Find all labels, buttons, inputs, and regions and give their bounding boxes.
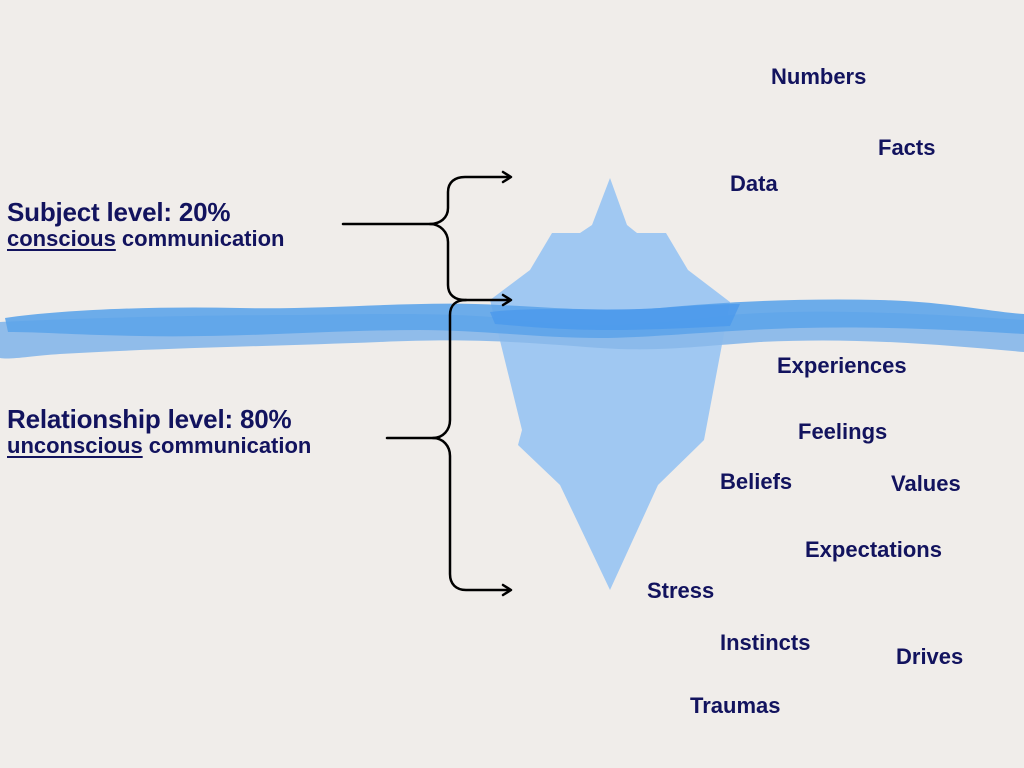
relationship-level-emphasis: unconscious bbox=[7, 433, 143, 458]
word-instincts: Instincts bbox=[720, 630, 811, 655]
word-feelings: Feelings bbox=[798, 419, 888, 444]
word-drives: Drives bbox=[896, 644, 964, 669]
subject-level-rest: communication bbox=[115, 226, 285, 251]
word-facts: Facts bbox=[878, 135, 936, 160]
relationship-level-subtitle: unconscious communication bbox=[7, 435, 311, 457]
word-stress: Stress bbox=[647, 578, 715, 603]
word-traumas: Traumas bbox=[690, 693, 781, 718]
word-beliefs: Beliefs bbox=[720, 469, 793, 494]
word-data: Data bbox=[730, 171, 778, 196]
subject-level-title: Subject level: 20% bbox=[7, 197, 231, 227]
word-values: Values bbox=[891, 471, 961, 496]
relationship-bracket bbox=[385, 298, 513, 597]
subject-level-subtitle: conscious communication bbox=[7, 228, 285, 250]
subject-bracket bbox=[341, 170, 513, 307]
relationship-level-rest: communication bbox=[142, 433, 312, 458]
word-experiences: Experiences bbox=[777, 353, 907, 378]
word-numbers: Numbers bbox=[771, 64, 867, 89]
iceberg-shape bbox=[490, 178, 730, 590]
word-expectations: Expectations bbox=[805, 537, 942, 562]
subject-level-emphasis: conscious bbox=[7, 226, 116, 251]
relationship-level-title: Relationship level: 80% bbox=[7, 404, 292, 434]
water-band-core bbox=[490, 304, 740, 330]
